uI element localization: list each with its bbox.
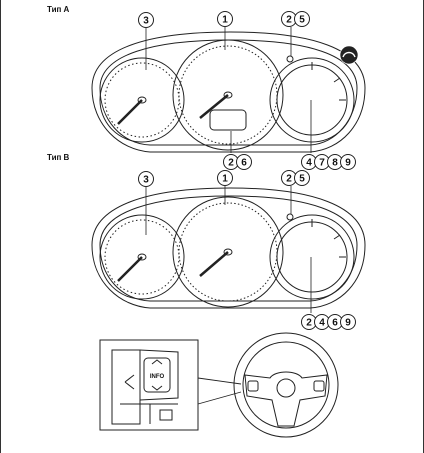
gauge-b-right-marks (311, 219, 346, 258)
gauge-a-center (172, 39, 284, 151)
steering-wheel-center-badge (276, 378, 296, 398)
callout-b-9-text: 9 (345, 318, 351, 329)
callout-a-2-text: 2 (286, 15, 292, 26)
callout-b-9 (340, 314, 356, 330)
steering-wheel-hub (244, 371, 328, 427)
steering-wheel (233, 332, 339, 438)
panel-glyph (124, 374, 135, 383)
callout-b-2-text: 2 (286, 174, 292, 185)
info-switch (143, 357, 171, 393)
callout-a-5-text: 5 (299, 15, 305, 26)
callout-a-5 (294, 11, 310, 27)
cluster-a-housing (91, 31, 366, 153)
gauge-a-left (99, 57, 185, 143)
callout-a-8-text: 8 (332, 158, 338, 169)
cluster-a-inner-rim (99, 39, 358, 146)
cluster-b-housing (91, 187, 366, 309)
callout-a-3 (138, 12, 154, 28)
gauge-b-right (269, 214, 355, 300)
type-a-label: Тип А (47, 5, 70, 14)
callout-a-9-text: 9 (345, 158, 351, 169)
callout-a-6 (236, 154, 252, 170)
callout-b-5-text: 5 (299, 174, 305, 185)
gauge-b-left-needle (117, 256, 143, 282)
callout-a-1-text: 1 (222, 15, 228, 26)
gauge-a-center-hub (223, 91, 233, 99)
gauge-b-center-needle (199, 251, 229, 277)
gauge-b-center (172, 196, 284, 308)
steering-wheel-inner-rim (242, 341, 330, 429)
switch-panel-inset (99, 339, 199, 431)
callout-b-1-text: 1 (222, 174, 228, 185)
trip-knob-b (286, 213, 294, 221)
gauge-a-right-inner (276, 64, 348, 136)
switch-up-arrow-icon (151, 359, 163, 365)
trip-knob-a (286, 55, 294, 63)
callout-a-9 (340, 154, 356, 170)
info-switch-label: INFO (150, 374, 165, 380)
cluster-b (91, 187, 366, 309)
callout-b-3 (138, 171, 154, 187)
switch-down-arrow-icon (151, 385, 163, 391)
panel-switch-block (139, 349, 179, 401)
callout-b-3-text: 3 (143, 175, 149, 186)
callouts-a (138, 11, 356, 170)
callout-a-7-text: 7 (319, 158, 325, 169)
type-b-label: Тип В (47, 153, 70, 162)
switch-panel-frame (99, 339, 199, 431)
logo-badge-icon (339, 45, 359, 65)
leader-lines (145, 27, 312, 313)
callouts-b (138, 170, 356, 330)
steering-wheel-rim (233, 332, 339, 438)
callout-b-5 (294, 170, 310, 186)
gauge-b-left (99, 214, 185, 300)
panel-left-housing (111, 349, 141, 425)
steering-wheel-left-switch (247, 380, 259, 392)
gauge-a-right-marks (311, 62, 346, 101)
gauge-b-right-inner (276, 221, 348, 293)
cluster-a (91, 31, 366, 153)
gauge-b-center-hub (223, 248, 233, 256)
gauge-a-center-display (209, 109, 247, 131)
callout-a-2b-text: 2 (228, 158, 234, 169)
gauge-b-left-hub (137, 253, 147, 261)
callout-b-2b-text: 2 (306, 318, 312, 329)
callout-a-4-text: 4 (306, 158, 312, 169)
gauge-a-right (269, 57, 355, 143)
gauge-a-center-needle (199, 94, 229, 119)
callout-b-4-text: 4 (319, 318, 325, 329)
panel-lower-switches (120, 403, 178, 424)
gauge-a-left-hub (137, 96, 147, 104)
steering-wheel-right-switch (313, 380, 325, 392)
callout-b-6-text: 6 (332, 318, 338, 329)
callout-a-1 (217, 11, 233, 27)
callout-a-3-text: 3 (143, 16, 149, 27)
cluster-b-inner-rim (99, 195, 358, 302)
callout-a-6-text: 6 (241, 158, 247, 169)
gauge-a-left-needle (117, 99, 143, 125)
callout-b-1 (217, 170, 233, 186)
